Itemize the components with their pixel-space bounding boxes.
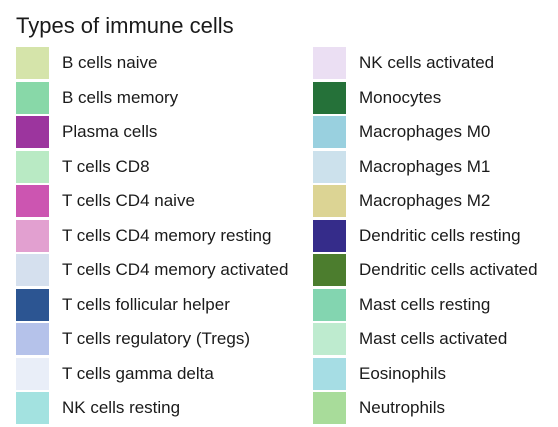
legend-label: Mast cells resting xyxy=(359,294,491,314)
legend-item: T cells CD4 memory resting xyxy=(16,219,271,255)
color-swatch xyxy=(16,185,49,217)
legend-label: NK cells resting xyxy=(62,398,181,417)
legend-label: T cells CD8 xyxy=(62,156,150,176)
legend-item: B cells naive xyxy=(16,47,261,82)
legend-label: T cells gamma delta xyxy=(62,363,214,383)
legend-item: NK cells activated xyxy=(313,47,558,82)
legend-item: B cells memory xyxy=(16,81,261,117)
legend-label: Neutrophils xyxy=(359,398,445,417)
legend-item: NK cells resting xyxy=(16,392,261,427)
legend-item: Plasma cells xyxy=(16,116,261,151)
legend-column-right: NK cells activated Monocytes Macrophages… xyxy=(313,47,558,427)
legend-item: Macrophages M1 xyxy=(313,150,558,186)
color-swatch xyxy=(16,47,49,79)
color-swatch xyxy=(16,392,49,424)
legend-label: NK cells activated xyxy=(359,53,495,72)
legend-label: Plasma cells xyxy=(62,122,158,141)
color-swatch xyxy=(313,81,346,114)
color-swatch xyxy=(313,219,346,252)
legend-item: Neutrophils xyxy=(313,392,558,427)
legend-label: Macrophages M0 xyxy=(359,122,491,141)
legend-label: T cells CD4 memory resting xyxy=(62,225,272,245)
color-swatch xyxy=(313,288,346,321)
color-swatch xyxy=(16,254,49,286)
color-swatch xyxy=(16,81,49,114)
legend-item: Dendritic cells resting xyxy=(313,219,558,255)
legend-item: T cells gamma delta xyxy=(16,357,261,393)
color-swatch xyxy=(16,288,49,321)
legend-label: Macrophages M2 xyxy=(359,191,491,210)
color-swatch xyxy=(313,150,346,183)
legend-label: T cells regulatory (Tregs) xyxy=(62,329,250,348)
color-swatch xyxy=(313,116,346,148)
legend-item: Monocytes xyxy=(313,81,558,117)
color-swatch xyxy=(16,323,49,355)
legend-item: T cells CD4 memory activated xyxy=(16,254,288,289)
color-swatch xyxy=(16,219,49,252)
legend-label: B cells naive xyxy=(62,53,158,72)
legend-title: Types of immune cells xyxy=(16,13,234,38)
legend-label: Mast cells activated xyxy=(359,329,508,348)
legend-item: Mast cells resting xyxy=(313,288,558,324)
color-swatch xyxy=(16,116,49,148)
legend-label: Monocytes xyxy=(359,87,442,107)
color-swatch xyxy=(313,323,346,355)
color-swatch xyxy=(16,150,49,183)
color-swatch xyxy=(313,357,346,390)
color-swatch xyxy=(313,392,346,424)
legend-item: Eosinophils xyxy=(313,357,558,393)
legend-label: T cells CD4 memory activated xyxy=(62,260,289,279)
legend-item: Dendritic cells activated xyxy=(313,254,558,289)
color-swatch xyxy=(313,254,346,286)
color-swatch xyxy=(313,185,346,217)
color-swatch xyxy=(16,357,49,390)
legend-item: T cells follicular helper xyxy=(16,288,261,324)
legend-label: Dendritic cells activated xyxy=(359,260,538,279)
legend-item: T cells CD8 xyxy=(16,150,261,186)
legend-label: T cells follicular helper xyxy=(62,294,230,314)
legend-item: Mast cells activated xyxy=(313,323,558,358)
legend-item: Macrophages M2 xyxy=(313,185,558,220)
legend-item: T cells CD4 naive xyxy=(16,185,261,220)
legend-label: Macrophages M1 xyxy=(359,156,491,176)
legend-label: Eosinophils xyxy=(359,363,446,383)
legend-label: B cells memory xyxy=(62,87,179,107)
color-swatch xyxy=(313,47,346,79)
legend-item: Macrophages M0 xyxy=(313,116,558,151)
legend-label: Dendritic cells resting xyxy=(359,225,521,245)
legend-label: T cells CD4 naive xyxy=(62,191,195,210)
legend-column-left: B cells naive B cells memory Plasma cell… xyxy=(16,47,288,427)
legend-item: T cells regulatory (Tregs) xyxy=(16,323,261,358)
